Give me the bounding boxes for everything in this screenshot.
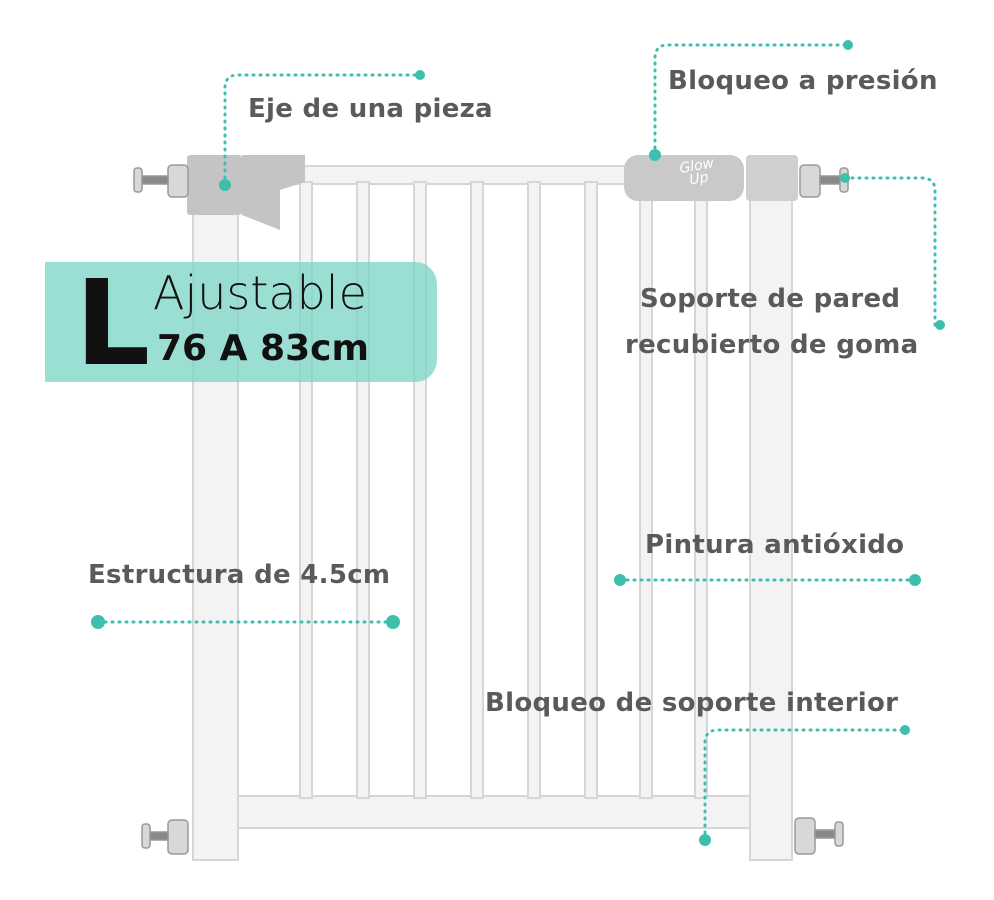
label-bloqueo-presion: Bloqueo a presión bbox=[668, 66, 938, 96]
pressure-lock-handle bbox=[624, 155, 798, 201]
label-eje: Eje de una pieza bbox=[248, 94, 493, 124]
hinge bbox=[187, 155, 305, 230]
label-soporte-1: Soporte de pared bbox=[640, 284, 901, 314]
right-post bbox=[749, 164, 793, 861]
top-rail bbox=[294, 165, 631, 185]
badge-title: Ajustable bbox=[153, 266, 367, 320]
leader-lines bbox=[96, 43, 937, 842]
size-letter: L bbox=[75, 254, 151, 392]
label-pintura: Pintura antióxido bbox=[645, 530, 905, 560]
label-estructura: Estructura de 4.5cm bbox=[88, 560, 391, 590]
size-badge: L Ajustable 76 A 83cm bbox=[45, 254, 437, 392]
label-soporte-2: recubierto de goma bbox=[625, 330, 919, 360]
label-bloqueo-interior: Bloqueo de soporte interior bbox=[485, 688, 899, 718]
badge-range: 76 A 83cm bbox=[157, 328, 369, 369]
leader-dots bbox=[91, 40, 945, 846]
bottom-rail bbox=[237, 795, 751, 829]
